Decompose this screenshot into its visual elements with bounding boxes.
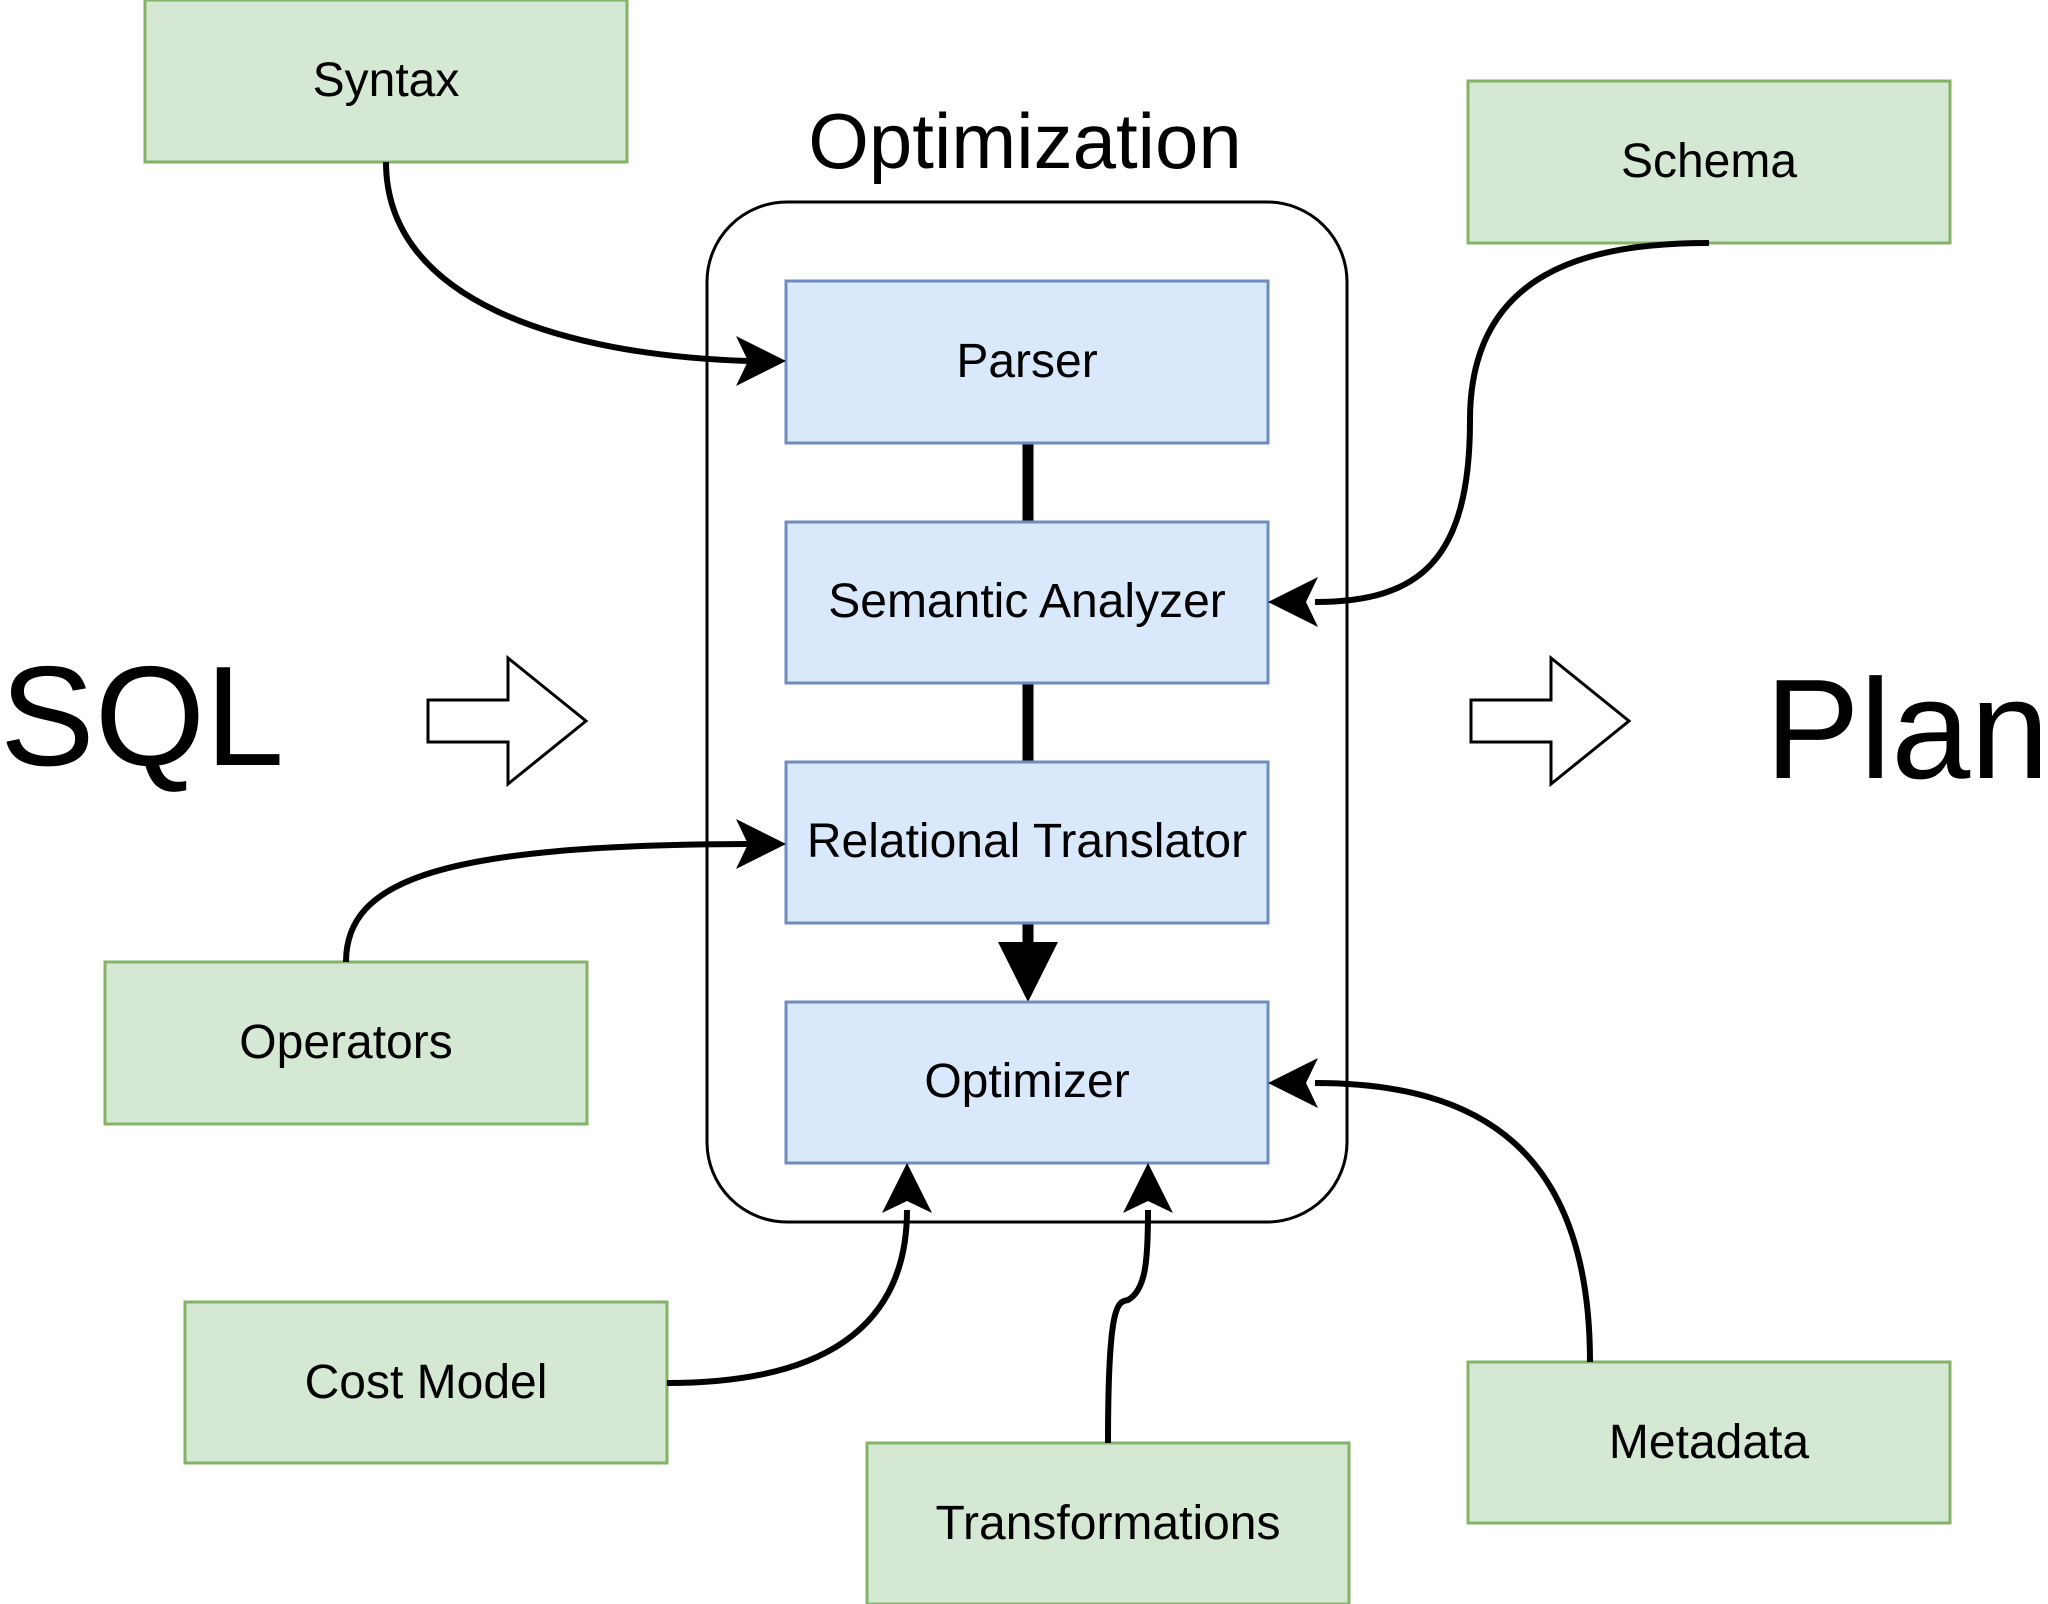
edge-metadata-to-optimizer (1314, 1080, 1593, 1363)
input-cost-model-label: Cost Model (305, 1356, 548, 1409)
input-metadata-label: Metadata (1609, 1416, 1809, 1469)
input-transformations-label: Transformations (936, 1497, 1281, 1550)
arrowhead-to-parser (736, 336, 786, 386)
stage-relational-translator[interactable]: Relational Translator (784, 760, 1270, 925)
edge-syntax-to-parser (383, 161, 749, 364)
edge-transformations-to-optimizer (1105, 1209, 1151, 1444)
input-syntax-label: Syntax (313, 54, 460, 107)
arrowhead-costmodel (882, 1163, 932, 1213)
arrowhead-metadata (1268, 1058, 1318, 1108)
stage-semantic-analyzer-label: Semantic Analyzer (828, 575, 1226, 628)
optimization-container (705, 200, 1349, 1224)
edge-costmodel-to-optimizer (666, 1209, 910, 1386)
stage-optimizer-label: Optimizer (924, 1055, 1129, 1108)
input-operators-label: Operators (239, 1016, 452, 1069)
stage-parser[interactable]: Parser (784, 279, 1270, 445)
input-cost-model[interactable]: Cost Model (183, 1300, 669, 1465)
input-metadata[interactable]: Metadata (1466, 1360, 1952, 1525)
edge-operators-to-relational (343, 841, 749, 963)
input-schema-label: Schema (1621, 135, 1797, 188)
input-operators[interactable]: Operators (103, 960, 589, 1126)
input-schema[interactable]: Schema (1466, 79, 1952, 245)
optimization-title: Optimization (808, 97, 1242, 185)
stage-relational-translator-label: Relational Translator (807, 815, 1247, 868)
stage-optimizer[interactable]: Optimizer (784, 1000, 1270, 1165)
arrowhead-transformations (1123, 1163, 1173, 1213)
input-syntax[interactable]: Syntax (143, 0, 629, 164)
stage-semantic-analyzer[interactable]: Semantic Analyzer (784, 520, 1270, 685)
input-transformations[interactable]: Transformations (865, 1441, 1351, 1604)
edge-schema-to-semantic (1314, 240, 1710, 605)
flow-arrow-in (426, 654, 589, 788)
stage-parser-label: Parser (956, 335, 1097, 388)
arrowhead-to-semantic (1268, 577, 1318, 627)
arrowhead-to-relational (736, 819, 786, 869)
input-sql-label: SQL (0, 637, 284, 796)
arrowhead-to-optimizer (998, 942, 1058, 1002)
output-plan-label: Plan (1765, 650, 2048, 809)
flow-arrow-out (1469, 654, 1632, 788)
